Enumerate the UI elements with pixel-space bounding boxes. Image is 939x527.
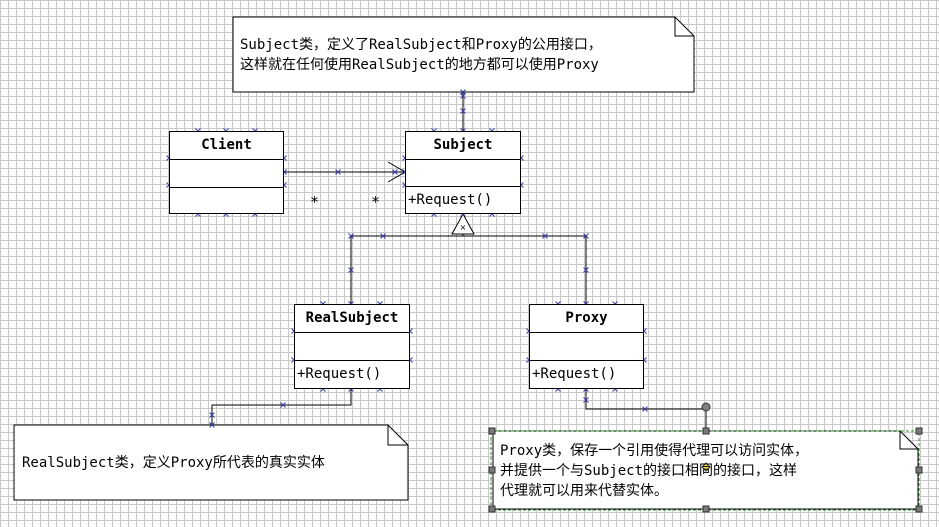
real-subject-class-attributes [295, 333, 409, 361]
client-class[interactable]: Client [169, 131, 284, 214]
subject-class[interactable]: Subject +Request() [405, 131, 521, 214]
subject-class-attributes [406, 160, 520, 187]
client-multiplicity: * [310, 193, 320, 211]
client-class-operations [170, 188, 283, 213]
generalization-tree[interactable]: × [350, 212, 587, 304]
subject-note-shape[interactable] [232, 16, 695, 93]
subject-note-line-2: 这样就在任何使用RealSubject的地方都可以使用Proxy [240, 57, 599, 73]
client-class-name: Client [170, 132, 283, 160]
proxy-note[interactable]: Proxy类，保存一个引用使得代理可以访问实体， 并提供一个与Subject的接… [500, 441, 808, 501]
proxy-class-name: Proxy [530, 305, 643, 333]
proxy-class-attributes [530, 333, 643, 361]
proxy-class-operation: +Request() [532, 366, 617, 382]
association-client-subject[interactable] [284, 161, 406, 183]
real-subject-class-operation: +Request() [297, 366, 382, 382]
real-subject-class-name: RealSubject [295, 305, 409, 333]
subject-multiplicity: * [371, 193, 381, 211]
proxy-note-link[interactable] [585, 389, 707, 431]
subject-class-name: Subject [406, 132, 520, 160]
proxy-note-line-2: 并提供一个与Subject的接口相同的接口，这样 [500, 463, 797, 479]
proxy-class[interactable]: Proxy +Request() [529, 304, 644, 389]
real-subject-note-line-1: RealSubject类，定义Proxy所代表的真实实体 [22, 455, 325, 471]
real-subject-note-shape[interactable] [13, 424, 409, 501]
svg-text:×: × [460, 223, 467, 232]
proxy-note-line-1: Proxy类，保存一个引用使得代理可以访问实体， [500, 443, 809, 459]
proxy-link-endpoint-handle[interactable] [701, 402, 711, 412]
real-subject-note[interactable]: RealSubject类，定义Proxy所代表的真实实体 [22, 453, 325, 473]
subject-note-line-1: Subject类，定义了RealSubject和Proxy的公用接口， [240, 37, 602, 53]
subject-class-operation: +Request() [408, 192, 493, 208]
real-subject-class[interactable]: RealSubject +Request() [294, 304, 410, 389]
proxy-note-line-3: 代理就可以用来代替实体。 [500, 483, 668, 499]
client-class-attributes [170, 160, 283, 188]
control-point-handle[interactable] [701, 462, 711, 472]
subject-note[interactable]: Subject类，定义了RealSubject和Proxy的公用接口， 这样就在… [240, 35, 602, 75]
selection-handles[interactable] [488, 427, 923, 513]
